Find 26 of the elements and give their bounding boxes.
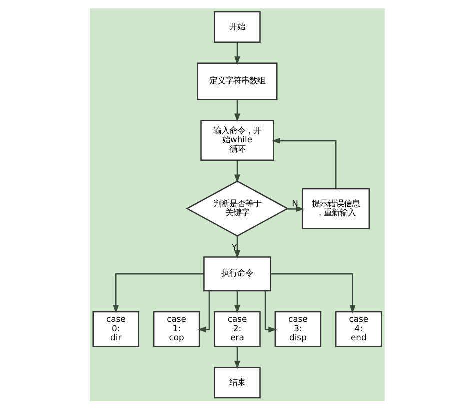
arrow: [234, 290, 240, 314]
arrow: [272, 138, 336, 189]
edge-label: N: [292, 198, 298, 209]
node-box: 提示错误信息，重新输入: [302, 188, 370, 230]
arrow: [234, 160, 240, 184]
arrow: [286, 206, 304, 212]
node-diamond: 判断是否等于关键字: [185, 180, 289, 237]
node-box: 开始: [214, 11, 260, 43]
arrow: [197, 291, 210, 333]
arrow: [234, 42, 240, 66]
node-box: case 0: dir: [92, 311, 140, 348]
node-box: case 2: era: [214, 311, 260, 348]
arrow: [112, 273, 204, 314]
node-box: 执行命令: [203, 256, 271, 292]
node-box: 定义字符串数组: [196, 62, 278, 100]
arrow: [264, 291, 277, 333]
arrow: [270, 273, 356, 314]
node-box: case 1: cop: [152, 311, 200, 348]
node-box: 输入命令，开始while循环: [200, 120, 274, 161]
arrow: [234, 100, 240, 122]
edge-label: Y: [231, 242, 237, 253]
arrow: [234, 346, 240, 370]
node-box: case 3: disp: [274, 311, 322, 348]
node-box: 结束: [214, 367, 260, 399]
node-box: case 4: end: [334, 311, 382, 348]
arrow: [234, 236, 240, 259]
